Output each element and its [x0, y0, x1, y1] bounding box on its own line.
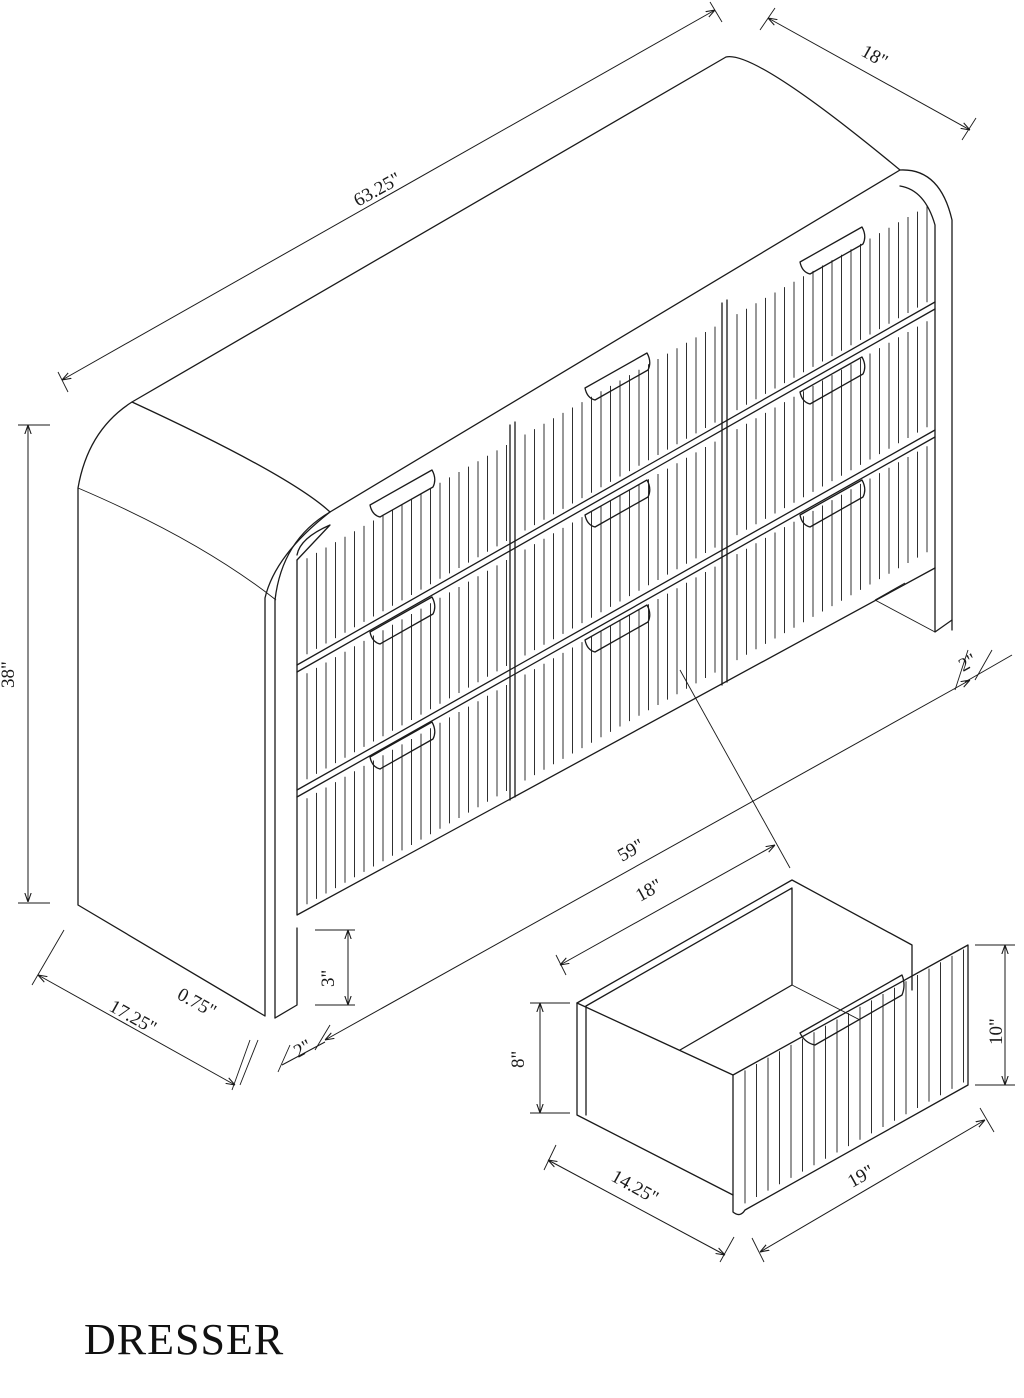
- dim-drawer-front-width: 19": [844, 1161, 878, 1192]
- drawer-handle: [799, 226, 866, 275]
- right-side-arch: [899, 169, 953, 631]
- dim-drawer-box-height: 8": [508, 1051, 529, 1068]
- back-right-leg: [934, 567, 953, 633]
- dim-leg-height: 3": [318, 970, 339, 987]
- drawer-front-fluting: [744, 949, 964, 1204]
- drawer-handle: [369, 469, 436, 518]
- left-front-arch: [274, 511, 331, 1019]
- dim-overall-depth: 18": [858, 41, 892, 72]
- drawer-front-handle: [799, 974, 905, 1046]
- left-side-panel: [77, 401, 331, 1017]
- dresser-body: [77, 55, 953, 1019]
- dimension-lines: [18, 1, 1015, 1263]
- drawer-handle: [369, 596, 436, 645]
- drawer-callout-line: [679, 669, 791, 869]
- dim-overall-width: 63.25": [350, 169, 404, 212]
- drawer-handle: [584, 604, 651, 653]
- dim-drawer-width: 18": [632, 875, 666, 906]
- drawer-rail-1: [296, 301, 936, 666]
- dim-drawer-front-height: 10": [986, 1018, 1007, 1045]
- drawer-box: [576, 879, 913, 1004]
- drawer-fluting: [306, 206, 928, 905]
- dim-inner-width: 59": [614, 835, 648, 866]
- drawer-handles: [369, 226, 866, 770]
- drawing-title: DRESSER: [84, 1315, 285, 1364]
- drawer-handle: [584, 479, 651, 528]
- drawer-handle: [799, 356, 866, 405]
- drawer-detail: [576, 669, 969, 1216]
- front-left-leg: [274, 927, 298, 1019]
- dim-panel-thickness: 0.75": [174, 984, 220, 1022]
- dim-overall-height: 38": [0, 661, 19, 688]
- drawer-handle: [584, 352, 651, 401]
- front-frame: [296, 559, 936, 916]
- dim-leg-width-right: 2": [955, 650, 980, 677]
- dim-side-depth: 17.25": [106, 996, 160, 1039]
- dim-drawer-depth: 14.25": [608, 1166, 662, 1209]
- drawer-handle: [799, 479, 866, 528]
